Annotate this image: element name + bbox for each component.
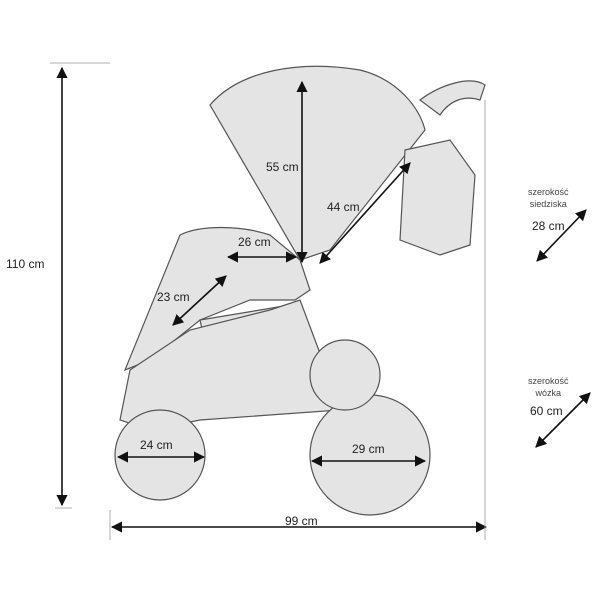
stroller-width-value: 60 cm <box>530 404 563 418</box>
handlebar <box>418 80 486 116</box>
guide-lines <box>50 62 486 540</box>
front-wheel <box>114 409 206 501</box>
caption-line: wózka <box>535 388 562 398</box>
seat-to-footrest-label: 23 cm <box>157 290 190 304</box>
dimension-arrows <box>56 66 591 533</box>
total-length-label: 99 cm <box>285 514 318 528</box>
seat-depth-label: 26 cm <box>238 235 271 249</box>
caption-line: szerokość <box>528 376 569 386</box>
stroller-width-caption: szerokość wózka <box>528 375 569 399</box>
stroller-width-arrow <box>535 392 591 448</box>
front-wheel-label: 24 cm <box>140 438 173 452</box>
caption-line: szerokość <box>528 187 569 197</box>
seat-width-value: 28 cm <box>532 219 565 233</box>
stroller-silhouette <box>114 65 486 516</box>
backrest-arrow <box>319 162 411 264</box>
seat-width-arrow <box>536 209 587 262</box>
backrest-label: 44 cm <box>327 200 360 214</box>
canopy-height-label: 55 cm <box>266 160 299 174</box>
rear-wheel-small <box>309 339 381 411</box>
seat-width-caption: szerokość siedziska <box>528 186 569 210</box>
total-height-label: 110 cm <box>6 257 45 271</box>
canopy <box>209 65 426 261</box>
footmuff <box>399 139 476 256</box>
seat-to-footrest-arrow <box>172 275 227 326</box>
rear-wheel-label: 29 cm <box>352 442 385 456</box>
caption-line: siedziska <box>529 199 567 209</box>
